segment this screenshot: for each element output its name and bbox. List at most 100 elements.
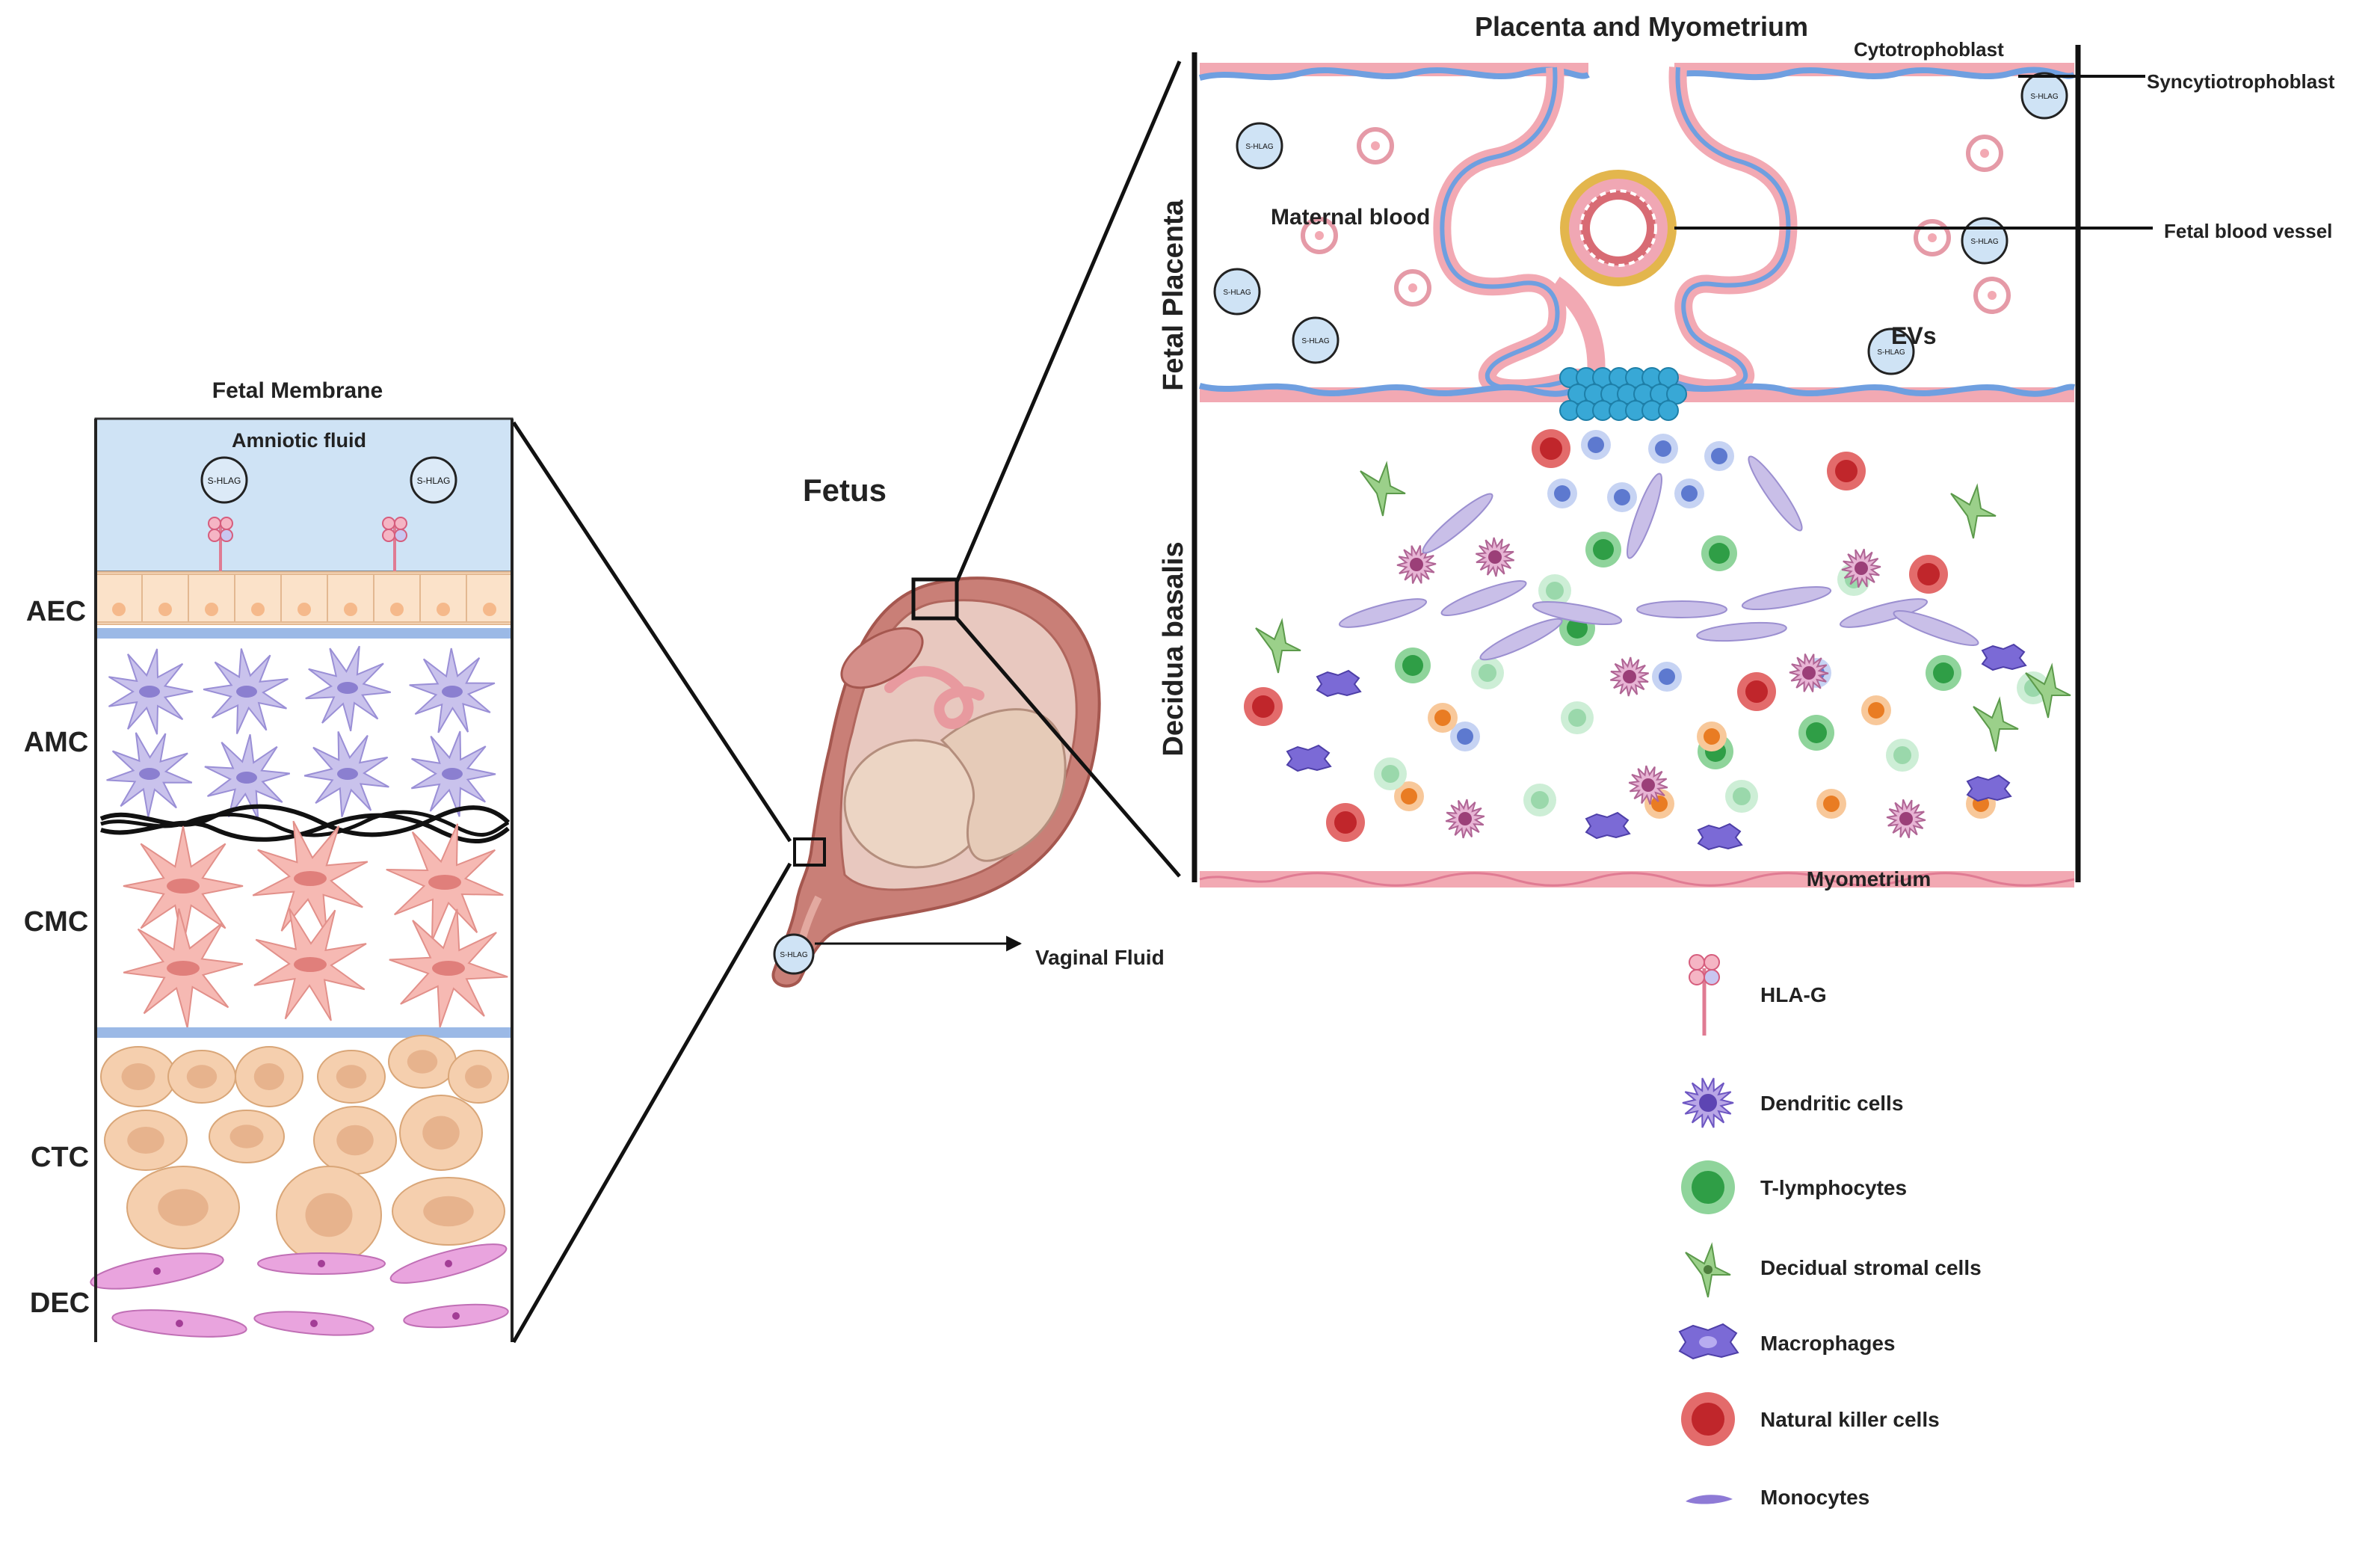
cell-nucleus	[1711, 448, 1727, 464]
cell-nucleus	[336, 1065, 367, 1089]
cell-nucleus	[1802, 666, 1816, 680]
cell-nucleus	[1479, 664, 1496, 682]
legend-label: Dendritic cells	[1760, 1092, 1903, 1115]
cytotrophoblast-column	[1559, 367, 1687, 421]
vesicle-core	[1371, 141, 1380, 150]
s-hlag-badge	[1292, 316, 1339, 364]
cell-nucleus	[158, 603, 172, 616]
macrophage	[1697, 822, 1743, 851]
cell-nucleus	[483, 603, 496, 616]
cell-nucleus	[1745, 680, 1768, 703]
cell-nucleus	[1704, 728, 1720, 745]
cell-nucleus	[298, 603, 311, 616]
cell-nucleus	[1733, 787, 1751, 805]
placenta-title: Placenta and Myometrium	[1475, 11, 1808, 42]
cell-nucleus	[1488, 550, 1502, 564]
fetal-body	[940, 708, 1067, 862]
s-hlag-badge-text: S-HLAG	[1301, 337, 1329, 345]
cell-nucleus	[1868, 702, 1884, 719]
macrophage	[1966, 774, 2012, 802]
cell-nucleus	[294, 957, 327, 972]
cell-nucleus	[423, 1196, 474, 1227]
fetal-blood-vessel	[1560, 170, 1677, 286]
cell-nucleus	[1855, 562, 1868, 575]
monocyte	[1636, 600, 1727, 618]
cell-nucleus	[1410, 558, 1423, 571]
myometrium-layer	[1199, 871, 2075, 888]
legend-label: Decidual stromal cells	[1760, 1256, 1982, 1279]
legend-label: T-lymphocytes	[1760, 1176, 1907, 1199]
legend: HLA-G Dendritic cells T-lymphocytes Deci…	[1678, 954, 1982, 1509]
cell-nucleus	[422, 1116, 460, 1150]
cell-nucleus	[186, 1065, 218, 1089]
cytotrophoblast-cell	[1658, 367, 1679, 388]
cell-nucleus	[337, 682, 358, 694]
ctc-layer	[100, 1035, 509, 1264]
stromal-cell-icon	[1685, 1242, 1731, 1298]
cell-nucleus	[1554, 485, 1570, 502]
fetal-membrane-title: Fetal Membrane	[212, 378, 383, 403]
maternal-blood-label: Maternal blood	[1271, 205, 1430, 230]
cell-nucleus	[318, 1260, 325, 1267]
nk-cell-icon	[1681, 1392, 1735, 1446]
basement-membrane	[96, 1027, 512, 1038]
cell-nucleus	[1709, 543, 1730, 564]
layer-label-aec: AEC	[26, 596, 86, 627]
syncytiotrophoblast-label: Syncytiotrophoblast	[2147, 70, 2335, 93]
s-hlag-badge: S-HLAG	[200, 456, 248, 504]
macrophage	[1981, 643, 2027, 671]
zoom-box-placenta	[911, 577, 959, 621]
cell-nucleus	[236, 772, 257, 784]
cell-nucleus	[442, 768, 463, 780]
cmc-layer	[123, 820, 508, 1029]
decidua-cells	[1244, 429, 2071, 851]
epithelial-cell	[95, 573, 143, 623]
monocyte	[1422, 493, 1493, 554]
cell-nucleus	[1457, 728, 1473, 745]
svg-text:S-HLAG: S-HLAG	[417, 476, 451, 486]
cell-nucleus	[251, 603, 265, 616]
s-hlag-badge	[1236, 122, 1283, 170]
cell-nucleus	[176, 1320, 183, 1327]
cell-nucleus	[1334, 811, 1357, 834]
decidual-stromal-cell	[2025, 662, 2071, 719]
vaginal-fluid-label: Vaginal Fluid	[1035, 946, 1165, 969]
cell-nucleus	[1835, 460, 1858, 482]
cytotrophoblast-label: Cytotrophoblast	[1854, 38, 2004, 61]
cell-nucleus	[158, 1189, 209, 1226]
monocyte	[1893, 610, 1979, 646]
fetus-illustration: Fetus S-HLAG Vaginal Fluid	[771, 473, 1165, 988]
cell-nucleus	[1568, 709, 1586, 727]
amc-layer	[106, 645, 496, 820]
cell-nucleus	[1917, 563, 1940, 585]
cell-nucleus	[121, 1063, 155, 1090]
cell-nucleus	[1899, 812, 1913, 825]
evs-label: EVs	[1891, 322, 1936, 349]
cell-nucleus	[167, 961, 200, 976]
cell-nucleus	[1623, 670, 1636, 683]
myometrium-label: Myometrium	[1807, 867, 1931, 891]
cell-nucleus	[127, 1127, 164, 1154]
cell-nucleus	[1614, 489, 1630, 505]
cell-nucleus	[1806, 722, 1827, 743]
cell-nucleus	[1933, 662, 1954, 683]
monocyte	[1741, 585, 1832, 611]
cell-nucleus	[1681, 485, 1698, 502]
monocyte	[1440, 580, 1527, 616]
placenta-panel: Placenta and Myometrium	[1158, 11, 2335, 891]
basement-membrane	[96, 628, 512, 639]
monocyte	[1338, 598, 1428, 628]
umbilical-cord	[884, 665, 984, 729]
s-hlag-badge-text: S-HLAG	[1245, 143, 1273, 151]
vesicle-core	[1408, 283, 1417, 292]
layer-label-dec: DEC	[30, 1288, 90, 1319]
cell-nucleus	[112, 603, 126, 616]
cell-nucleus	[205, 603, 218, 616]
cell-nucleus	[407, 1050, 438, 1074]
monocyte	[1479, 618, 1563, 661]
macrophage-icon	[1678, 1323, 1739, 1360]
cell-nucleus	[305, 1193, 353, 1237]
vesicle-core	[1315, 231, 1324, 240]
cytotrophoblast-cell	[1666, 384, 1687, 405]
fetus-label: Fetus	[803, 473, 887, 508]
